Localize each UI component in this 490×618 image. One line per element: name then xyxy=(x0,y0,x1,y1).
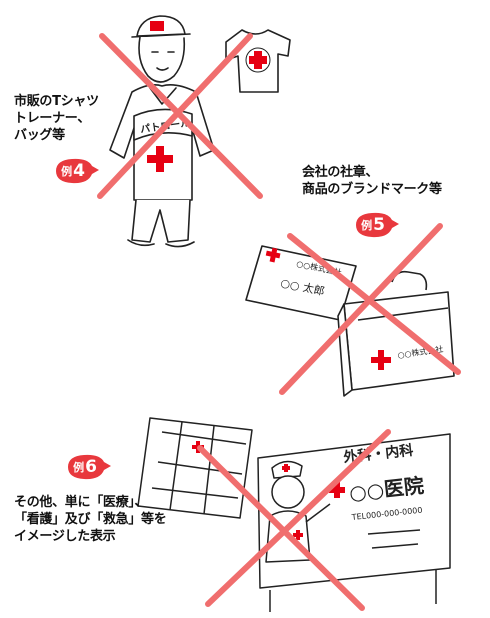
map-and-sign-illustration: 外科・内科 ○○医院 TEL000-000-0000 xyxy=(137,417,451,612)
prohibited-cross-mark xyxy=(97,33,263,199)
caption-line: 会社の社章、 xyxy=(302,165,379,180)
example-6-caption: その他、単に「医療」、 「看護」及び「救急」等を イメージした表示 xyxy=(14,494,167,545)
badge-shape xyxy=(68,454,111,480)
badge-label: 例 xyxy=(61,165,73,178)
badge-label: 例 xyxy=(73,461,85,474)
caption-line: イメージした表示 xyxy=(14,529,116,544)
caption-line: 市販のTシャツ xyxy=(14,94,99,109)
card-and-briefcase-illustration: ○○株式会社 ○○ 太郎 ○○株式会社 xyxy=(245,245,455,397)
example-5-badge: 例 5 xyxy=(352,210,400,240)
example-4-caption: 市販のTシャツ トレーナー、 バッグ等 xyxy=(14,93,99,144)
example-4-badge: 例 4 xyxy=(52,156,100,186)
badge-number: 5 xyxy=(373,215,385,235)
prohibited-cross-mark xyxy=(279,223,461,395)
badge-shape xyxy=(56,158,99,184)
badge-label: 例 xyxy=(361,219,373,232)
badge-number: 4 xyxy=(73,161,85,181)
caption-line: 「看護」及び「救急」等を xyxy=(14,512,167,527)
caption-line: 商品のブランドマーク等 xyxy=(302,182,442,197)
prohibited-cross-mark xyxy=(197,429,391,611)
badge-shape xyxy=(356,212,399,238)
caption-line: バッグ等 xyxy=(14,128,65,143)
example-6-badge: 例 6 xyxy=(64,452,112,482)
example-5-caption: 会社の社章、 商品のブランドマーク等 xyxy=(302,164,442,198)
caption-line: トレーナー、 xyxy=(14,111,91,126)
caption-line: その他、単に「医療」、 xyxy=(14,495,148,510)
badge-number: 6 xyxy=(85,457,97,477)
